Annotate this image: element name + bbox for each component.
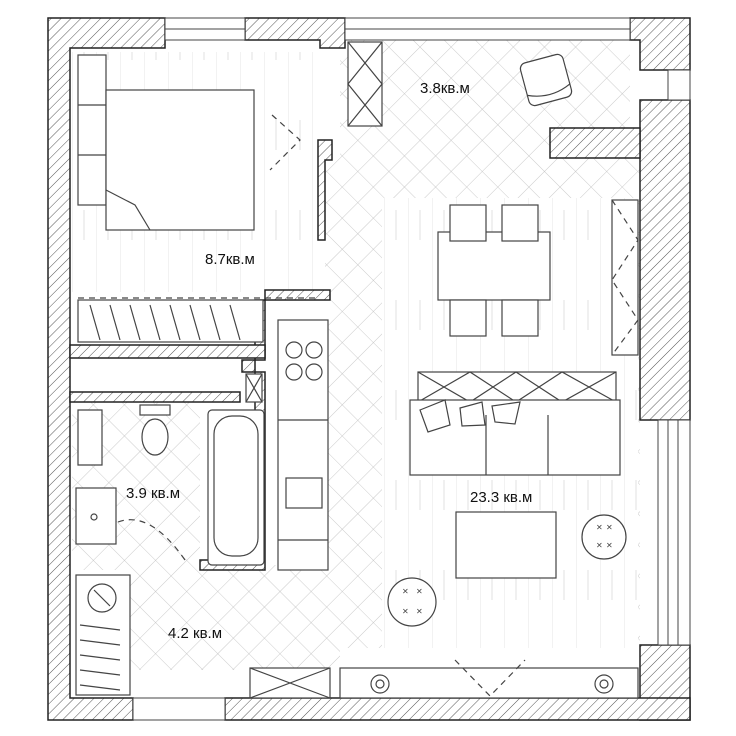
room-labels: 8.7кв.м 3.8кв.м 3.9 кв.м 23.3 кв.м 4.2 к…	[126, 80, 532, 642]
room-area-living: 23.3 кв.м	[470, 489, 532, 506]
bedroom-door-swing	[269, 114, 301, 171]
cooktop	[285, 341, 323, 381]
room-area-hallway: 4.2 кв.м	[168, 625, 222, 642]
window-balcony-side	[667, 69, 691, 101]
wall-top-middle	[244, 17, 346, 49]
bedroom	[77, 54, 320, 343]
svg-text:✕: ✕	[596, 523, 603, 532]
bathroom-door-swing	[117, 519, 186, 561]
windows	[132, 17, 691, 721]
armchair	[519, 53, 573, 107]
dining-table	[437, 231, 551, 301]
wall-top-right	[629, 17, 691, 71]
wall-bottom	[224, 697, 691, 721]
svg-text:✕: ✕	[596, 541, 603, 550]
hallway	[75, 574, 331, 699]
balcony-cabinet	[347, 41, 383, 127]
living-room: ✕ ✕ ✕ ✕ ✕ ✕ ✕ ✕	[339, 199, 639, 699]
cushion	[419, 399, 451, 433]
round-stool: ✕ ✕ ✕ ✕	[387, 577, 437, 627]
svg-text:✕: ✕	[416, 607, 423, 616]
wall-closet	[69, 344, 266, 359]
sofa	[409, 371, 621, 476]
wall-balcony-partition	[549, 127, 641, 159]
dining-chair	[501, 299, 539, 337]
svg-text:✕: ✕	[606, 541, 613, 550]
room-area-bedroom: 8.7кв.м	[205, 251, 255, 268]
living-cabinet	[611, 199, 639, 356]
cushion	[491, 401, 521, 425]
svg-text:✕: ✕	[402, 607, 409, 616]
dining-chair	[501, 204, 539, 242]
kitchen-sink	[285, 477, 323, 509]
room-area-bathroom: 3.9 кв.м	[126, 485, 180, 502]
bathroom	[75, 373, 265, 566]
tv-unit	[339, 667, 639, 699]
window-hall	[132, 697, 226, 721]
dining-chair	[449, 204, 487, 242]
bathroom-shelf	[77, 409, 103, 466]
kitchen	[277, 319, 329, 571]
coffee-table	[455, 511, 557, 579]
round-stool: ✕ ✕ ✕ ✕	[581, 514, 627, 560]
wall-bedroom-hall	[317, 139, 333, 241]
wall-bathroom-top	[69, 391, 241, 403]
toilet	[139, 404, 171, 456]
wall-right-upper	[639, 99, 691, 421]
balcony	[347, 41, 573, 127]
bedroom-wardrobe	[77, 54, 107, 206]
bed	[105, 89, 255, 231]
room-area-balcony: 3.8кв.м	[420, 80, 470, 97]
window-living	[657, 419, 691, 646]
svg-text:✕: ✕	[402, 587, 409, 596]
dining-chair	[449, 299, 487, 337]
svg-text:✕: ✕	[416, 587, 423, 596]
svg-text:✕: ✕	[606, 523, 613, 532]
kitchen-counter	[277, 319, 329, 571]
cushion	[459, 401, 486, 427]
